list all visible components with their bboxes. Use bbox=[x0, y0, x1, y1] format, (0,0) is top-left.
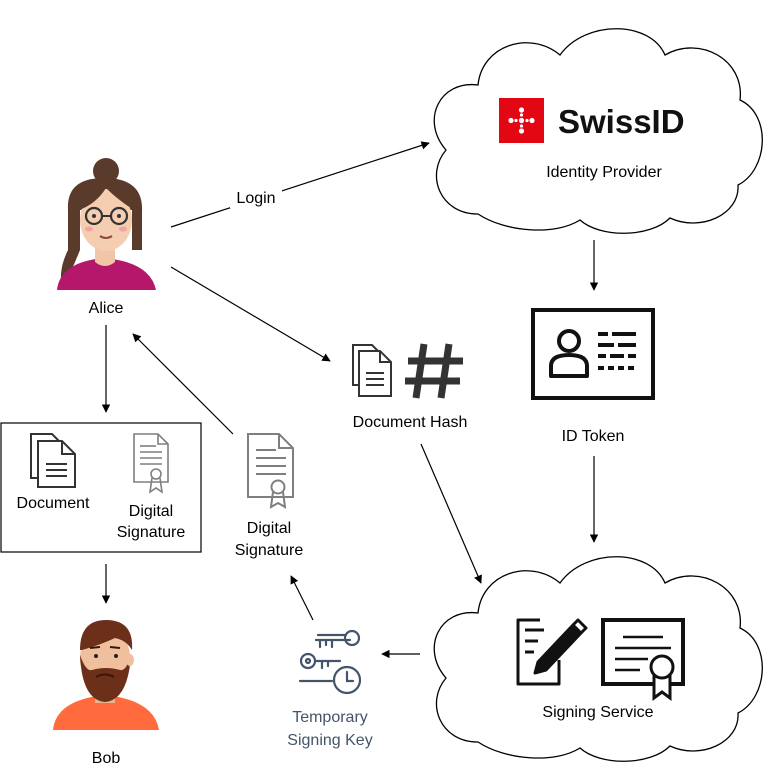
signature-label-2: Signature bbox=[235, 542, 304, 559]
login-label-bg bbox=[230, 186, 282, 208]
bundle-certificate-icon bbox=[133, 433, 169, 494]
bundle-signature-label-2: Signature bbox=[117, 524, 186, 541]
bundle-documents-icon bbox=[30, 433, 76, 488]
bob-label: Bob bbox=[92, 750, 121, 767]
alice-avatar bbox=[57, 158, 156, 290]
documents-icon bbox=[352, 344, 392, 397]
id-token-label: ID Token bbox=[562, 428, 625, 445]
id-card-icon bbox=[531, 308, 655, 400]
certificate-icon bbox=[247, 433, 294, 509]
edge-login bbox=[170, 141, 430, 228]
temporary-key-label-1: Temporary bbox=[292, 709, 368, 726]
edge-signature-to-alice bbox=[132, 333, 234, 435]
hash-icon bbox=[405, 343, 463, 399]
document-hash-label: Document Hash bbox=[353, 414, 468, 431]
edges: Login bbox=[101, 141, 599, 659]
edge-alice-to-hash bbox=[170, 266, 331, 362]
edge-hash-to-signing bbox=[420, 443, 482, 584]
certificate-badge-icon bbox=[601, 618, 685, 701]
swissid-logo-icon bbox=[499, 98, 544, 143]
swissid-logo: SwissID bbox=[499, 98, 685, 143]
bundle-document-label: Document bbox=[17, 495, 90, 512]
bundle-signature-label-1: Digital bbox=[129, 503, 173, 520]
bob-avatar bbox=[53, 620, 159, 730]
signing-service-cloud bbox=[433, 556, 763, 762]
signature-label-1: Digital bbox=[247, 520, 291, 537]
login-label: Login bbox=[236, 190, 275, 207]
identity-provider-label: Identity Provider bbox=[546, 164, 662, 181]
alice-label: Alice bbox=[89, 300, 124, 317]
edge-key-to-signature bbox=[290, 575, 314, 621]
keys-clock-icon bbox=[298, 629, 362, 695]
identity-provider-cloud bbox=[433, 28, 763, 234]
swissid-brand-name: SwissID bbox=[558, 103, 685, 140]
temporary-key-label-2: Signing Key bbox=[287, 732, 372, 749]
signing-service-label: Signing Service bbox=[542, 704, 653, 721]
contract-pen-icon bbox=[516, 618, 588, 686]
